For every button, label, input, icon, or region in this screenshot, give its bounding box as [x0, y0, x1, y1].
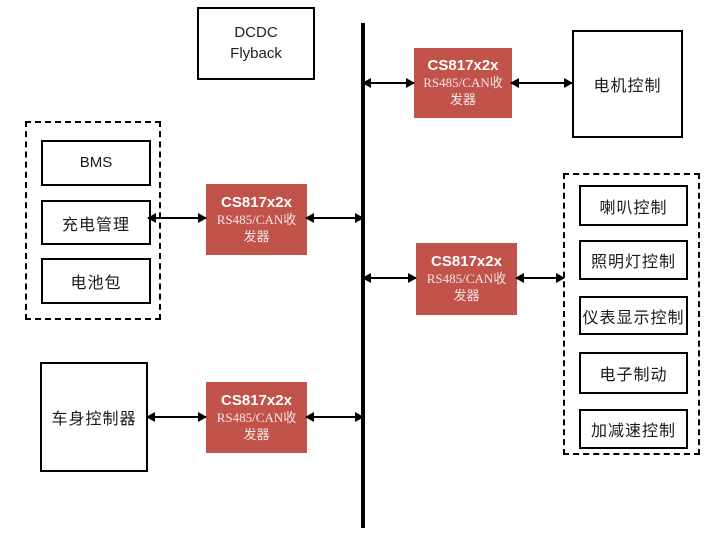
arrow-transceiver-to-bus-left [305, 213, 364, 223]
arrow-bus-to-transceiver-top [362, 78, 415, 88]
lighting-control-box: 照明灯控制 [579, 240, 688, 280]
dcdc-label-line1: DCDC [234, 24, 278, 42]
arrow-transceiver-to-control-group [515, 273, 565, 283]
lighting-control-label: 照明灯控制 [590, 254, 676, 271]
bms-label: BMS [79, 153, 113, 171]
body-controller-box: 车身控制器 [40, 362, 148, 472]
charge-management-label: 充电管理 [61, 216, 130, 234]
electronic-brake-box: 电子制动 [579, 352, 688, 394]
transceiver-box-right: CS817x2x RS485/CAN收发器 [416, 243, 517, 315]
motor-control-box: 电机控制 [572, 30, 683, 138]
transceiver-chip-name: CS817x2x [431, 253, 502, 271]
transceiver-chip-name: CS817x2x [221, 193, 292, 211]
body-controller-label: 车身控制器 [51, 411, 137, 428]
vehicle-control-group: 喇叭控制 照明灯控制 仪表显示控制 电子制动 加减速控制 [563, 173, 700, 455]
arrow-transceiver-to-motor [510, 78, 573, 88]
transceiver-chip-name: CS817x2x [221, 391, 292, 409]
transceiver-chip-name: CS817x2x [427, 57, 499, 75]
battery-pack-box: 电池包 [41, 258, 151, 304]
transceiver-function-label: RS485/CAN收发器 [216, 409, 297, 442]
horn-control-box: 喇叭控制 [579, 185, 688, 226]
dcdc-label-line2: Flyback [230, 44, 282, 62]
arrow-bus-to-transceiver-right [362, 273, 417, 283]
charge-management-box: 充电管理 [41, 200, 151, 245]
transceiver-box-left: CS817x2x RS485/CAN收发器 [206, 184, 307, 255]
bms-box: BMS [41, 140, 151, 186]
transceiver-function-label: RS485/CAN收发器 [423, 75, 503, 107]
electronic-brake-label: 电子制动 [599, 367, 668, 384]
arrow-transceiver-to-bus-bottom [305, 412, 364, 422]
transceiver-function-label: RS485/CAN收发器 [426, 271, 507, 303]
battery-system-group: BMS 充电管理 电池包 [25, 121, 161, 320]
horn-control-label: 喇叭控制 [599, 199, 668, 217]
transceiver-box-bottom: CS817x2x RS485/CAN收发器 [206, 382, 307, 453]
arrow-body-to-transceiver [146, 412, 207, 422]
motor-control-label: 电机控制 [593, 78, 662, 95]
instrument-display-box: 仪表显示控制 [579, 296, 688, 335]
arrow-charge-to-transceiver [147, 213, 207, 223]
speed-control-box: 加减速控制 [579, 409, 688, 449]
transceiver-box-top: CS817x2x RS485/CAN收发器 [414, 48, 512, 118]
transceiver-function-label: RS485/CAN收发器 [216, 211, 297, 244]
speed-control-label: 加减速控制 [590, 423, 676, 440]
battery-pack-label: 电池包 [70, 275, 122, 292]
dcdc-flyback-box: DCDC Flyback [197, 7, 315, 80]
instrument-display-label: 仪表显示控制 [582, 309, 685, 327]
